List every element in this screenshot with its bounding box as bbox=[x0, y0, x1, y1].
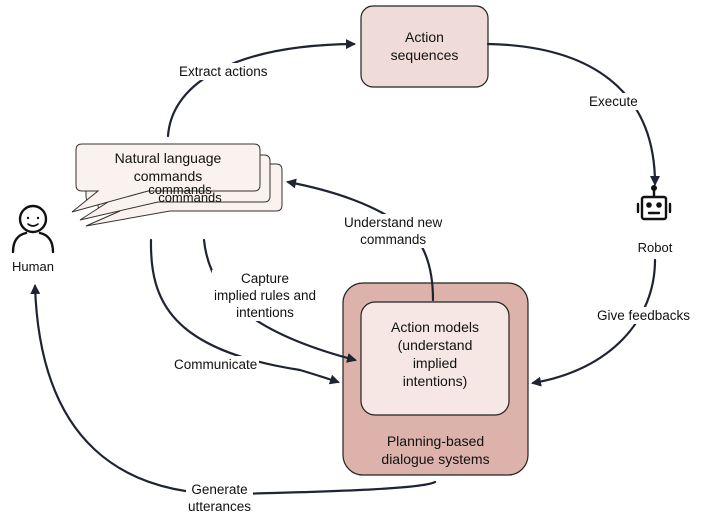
arrow-give-feedbacks bbox=[531, 258, 657, 387]
speech-bubbles bbox=[71, 143, 283, 227]
nl-commands-back-text: commands bbox=[148, 183, 212, 195]
planning-system-label: Planning-based dialogue systems bbox=[343, 432, 528, 468]
arrow-communicate bbox=[149, 238, 340, 385]
edge-label-capture-rules: Capture implied rules and intentions bbox=[212, 270, 319, 321]
understand-new-line-1: Understand new bbox=[344, 215, 443, 230]
edge-label-give-feedbacks: Give feedbacks bbox=[595, 307, 693, 324]
edge-label-generate-utterances: Generate utterances bbox=[186, 481, 254, 515]
capture-rules-line-3: intentions bbox=[236, 305, 294, 320]
nl-commands-back2-text: commands bbox=[158, 191, 222, 204]
edge-label-understand-new: Understand new commands bbox=[341, 214, 446, 248]
capture-rules-line-2: implied rules and bbox=[214, 288, 317, 303]
arrow-extract-actions bbox=[166, 39, 356, 138]
nl-commands-back2-label: commands bbox=[140, 191, 240, 204]
nl-commands-label: Natural language commands bbox=[76, 149, 260, 185]
speech-bubble-front bbox=[71, 143, 261, 213]
action-models-box bbox=[360, 301, 510, 416]
action-sequences-label: Action sequences bbox=[361, 28, 488, 64]
action-models-line-2: (understand bbox=[397, 337, 473, 353]
planning-system-line-2: dialogue systems bbox=[381, 451, 490, 467]
action-sequences-line-1: Action bbox=[405, 29, 444, 45]
generate-utterances-line-2: utterances bbox=[188, 499, 252, 514]
robot-icon bbox=[636, 184, 672, 221]
human-label: Human bbox=[12, 259, 54, 274]
edge-label-execute: Execute bbox=[586, 93, 641, 110]
planning-system-line-1: Planning-based bbox=[386, 433, 485, 449]
understand-new-line-2: commands bbox=[360, 232, 427, 247]
action-models-line-1: Action models bbox=[391, 319, 479, 335]
action-sequences-box bbox=[360, 5, 489, 88]
arrow-execute bbox=[486, 42, 660, 186]
edge-label-communicate: Communicate bbox=[172, 356, 260, 373]
nl-commands-line-1: Natural language bbox=[114, 150, 222, 166]
edge-label-extract-actions: Extract actions bbox=[176, 63, 271, 80]
capture-rules-line-1: Capture bbox=[241, 271, 290, 286]
action-models-label: Action models (understand implied intent… bbox=[361, 318, 509, 390]
robot-label: Robot bbox=[637, 240, 673, 255]
action-models-line-3: implied bbox=[412, 355, 458, 371]
action-sequences-line-2: sequences bbox=[390, 47, 459, 63]
human-icon bbox=[11, 204, 55, 254]
nl-commands-back-label: commands bbox=[125, 183, 235, 195]
generate-utterances-line-1: Generate bbox=[191, 482, 248, 497]
nl-commands-line-2: commands bbox=[133, 168, 203, 184]
action-models-line-4: intentions) bbox=[402, 373, 468, 389]
